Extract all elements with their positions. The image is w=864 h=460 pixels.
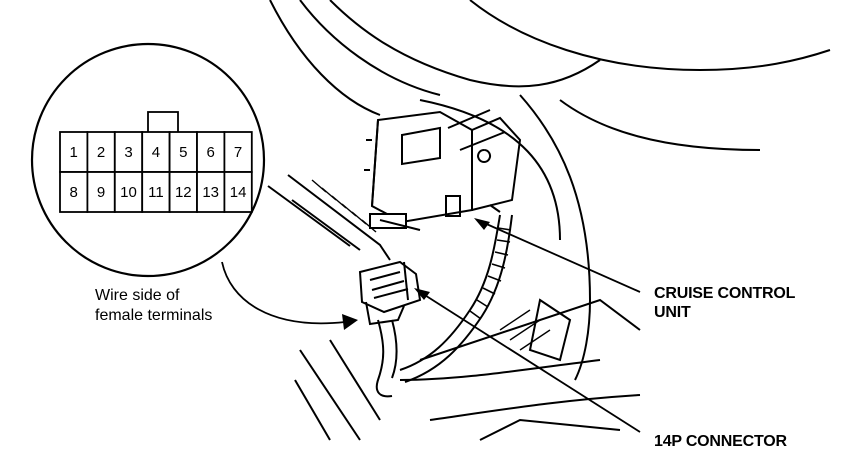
pin-number: 9 [97,184,105,201]
pin-number: 12 [175,184,192,201]
wire-side-label-line1: Wire side of [95,287,180,304]
pin-cell [113,171,144,213]
arrowheads [342,218,490,330]
pin-cell [223,131,253,173]
column-hatching [311,179,551,351]
connector-latch-tab [147,111,179,135]
pin-number: 3 [124,144,132,161]
wiring-harness [375,214,513,398]
arrow-to-connector [414,288,430,300]
pin-number: 6 [207,144,215,161]
14p-connector-label: 14P CONNECTOR [654,433,787,450]
leader-lines [221,221,641,433]
pin-cell [113,131,144,173]
pin-number: 1 [70,144,78,161]
pin-cell [86,171,116,213]
pin-number: 4 [152,144,160,161]
pin-cell [59,171,89,213]
cruise-unit-label-line1: CRUISE CONTROL [654,285,796,302]
cruise-unit-label-line2: UNIT [654,304,691,321]
pin-cell [59,131,89,173]
pin-cell [196,171,226,213]
pin-number: 10 [120,184,137,201]
pin-cell [223,171,253,213]
pin-number: 11 [148,184,164,201]
pin-cell [168,171,198,213]
pin-number: 2 [97,144,105,161]
14p-connector-body [358,260,422,326]
pin-number: 14 [230,184,247,201]
arrow-to-unit [474,218,490,230]
cruise-control-unit [364,109,522,231]
harness-ribs [469,227,512,320]
wire-side-label-line2: female terminals [95,307,212,324]
pin-number: 8 [70,184,78,201]
arrow-to-connector-curve [342,314,358,330]
pin-cell [196,131,226,173]
dashboard-lineart [267,0,831,441]
pin-number: 7 [234,144,242,161]
pin-number: 13 [202,184,219,201]
pin-number: 5 [179,144,187,161]
